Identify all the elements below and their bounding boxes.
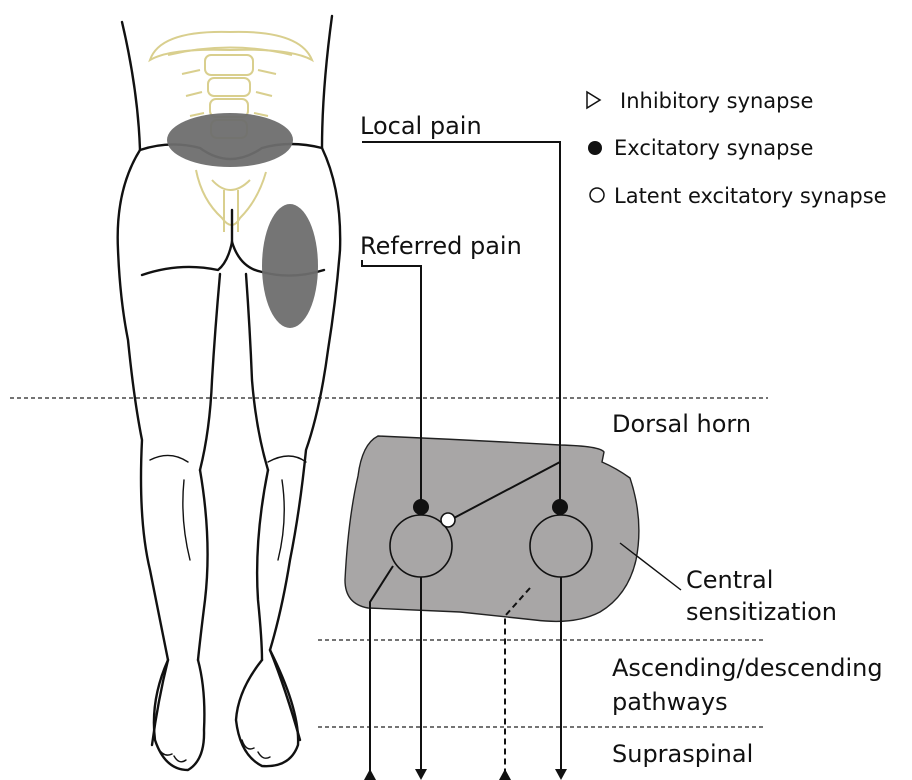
latent-excitatory-synapse: [441, 513, 455, 527]
legend-latent-label: Latent excitatory synapse: [614, 184, 887, 208]
arrow-down-ascending-local: [555, 769, 567, 780]
legend-excitatory-label: Excitatory synapse: [614, 136, 813, 160]
excitatory-synapse-local: [552, 499, 568, 515]
inhibitory-synapse-symbol: [587, 92, 600, 108]
body-figure: [118, 16, 341, 770]
legend-inhibitory-label: Inhibitory synapse: [620, 89, 813, 113]
central-sensitization-label-line2: sensitization: [686, 598, 837, 626]
ascending-descending-label-line2: pathways: [612, 688, 728, 716]
dorsal-horn-shape: [345, 436, 639, 621]
supraspinal-label: Supraspinal: [612, 740, 753, 768]
arrow-up-descending-right: [499, 769, 511, 780]
latent-excitatory-synapse-symbol: [590, 188, 604, 202]
arrow-down-ascending-referred: [415, 769, 427, 780]
dorsal-horn-label: Dorsal horn: [612, 410, 751, 438]
arrow-up-descending-left: [364, 769, 376, 780]
excitatory-synapse-symbol: [588, 141, 602, 155]
referred-pain-label: Referred pain: [360, 232, 522, 260]
neuron-local: [530, 515, 592, 577]
central-sensitization-label-line1: Central: [686, 566, 773, 594]
excitatory-synapse-referred: [413, 499, 429, 515]
ascending-descending-label-line1: Ascending/descending: [612, 654, 883, 682]
local-pain-region: [167, 113, 293, 167]
referred-pain-region: [262, 204, 318, 328]
legend: Inhibitory synapse Excitatory synapse La…: [587, 89, 887, 208]
local-pain-label: Local pain: [360, 112, 482, 140]
